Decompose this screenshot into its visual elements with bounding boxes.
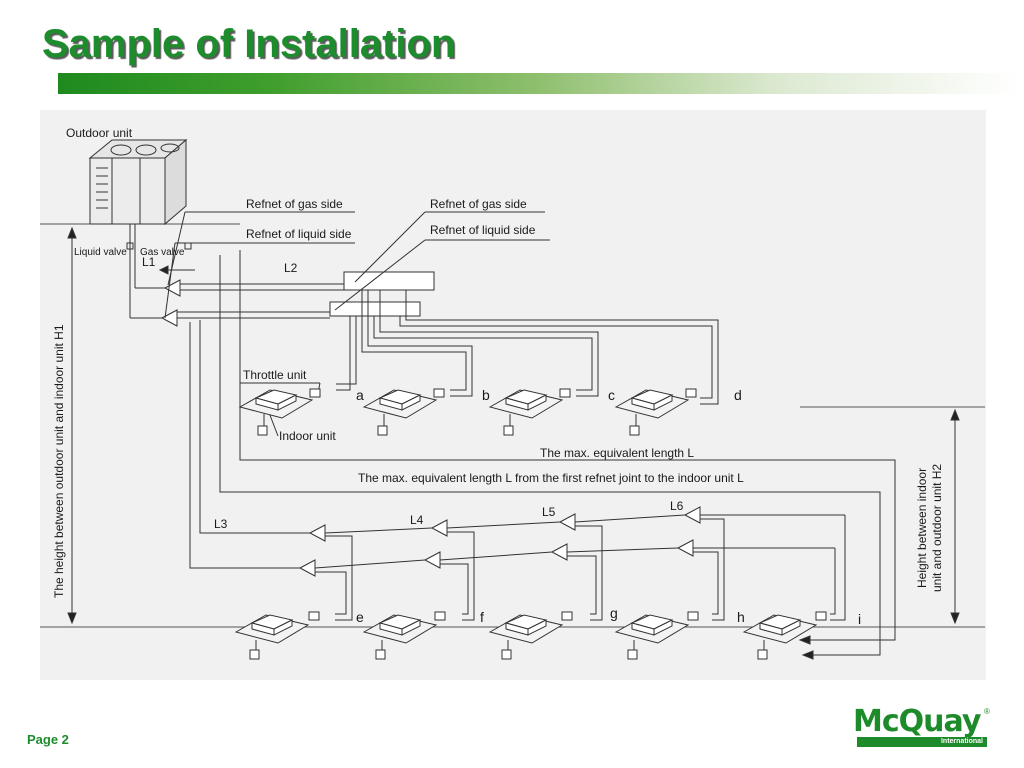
mcquay-logo: McQuay ® International [853,706,991,748]
slide-title: Sample of Installation [42,22,456,66]
logo-subtitle-bar: International [857,737,987,747]
title-underline-bar [58,73,1018,94]
indoor-unit-i-icon [742,611,827,660]
page-number-label: Page 2 [27,732,69,747]
pipe-label-l3: L3 [214,517,228,531]
indoor-unit-e-icon [234,611,320,660]
liquid-valve-label: Liquid valve [74,247,127,258]
refnet-liquid-side-label-1: Refnet of liquid side [246,227,352,241]
outdoor-unit-icon [88,138,188,226]
height-h1-label: The height between outdoor unit and indo… [52,324,66,598]
unit-letter-b: b [482,387,490,403]
unit-letter-i: i [858,611,861,627]
unit-letter-e: e [356,609,364,625]
indoor-unit-h-icon [614,611,699,660]
indoor-unit-c-icon [488,388,571,436]
outdoor-unit-label: Outdoor unit [66,126,133,140]
indoor-unit-b-icon [362,388,445,436]
height-h2-label-line2: unit and outdoor unit H2 [930,464,944,592]
logo-subtitle: International [940,738,983,745]
logo-wordmark: McQuay [853,704,981,739]
max-equivalent-length-label: The max. equivalent length L [540,446,694,460]
throttle-unit-label: Throttle unit [243,368,307,382]
unit-letter-h: h [737,609,745,625]
indoor-unit-a-icon [238,388,321,436]
unit-letter-g: g [610,605,618,621]
registered-mark: ® [984,707,990,716]
pipe-label-l6: L6 [670,499,684,513]
gas-valve-label: Gas valve [140,247,185,258]
pipe-label-l5: L5 [542,505,556,519]
indoor-unit-f-icon [362,611,446,660]
unit-letter-c: c [608,387,615,403]
pipe-label-l4: L4 [410,513,424,527]
refnet-gas-side-label-1: Refnet of gas side [246,197,343,211]
pipe-label-l2: L2 [284,261,298,275]
indoor-unit-d-icon [614,388,697,436]
max-equivalent-length-first-refnet-label: The max. equivalent length L from the fi… [358,471,744,485]
indoor-unit-g-icon [488,611,573,660]
height-h2-label-line1: Height between indoor [915,468,929,588]
unit-letter-f: f [480,609,484,625]
indoor-unit-label: Indoor unit [279,429,336,443]
pipe-label-l1: L1 [142,255,156,269]
refnet-gas-side-label-2: Refnet of gas side [430,197,527,211]
unit-letter-d: d [734,387,742,403]
unit-letter-a: a [356,387,364,403]
refnet-liquid-side-label-2: Refnet of liquid side [430,223,536,237]
